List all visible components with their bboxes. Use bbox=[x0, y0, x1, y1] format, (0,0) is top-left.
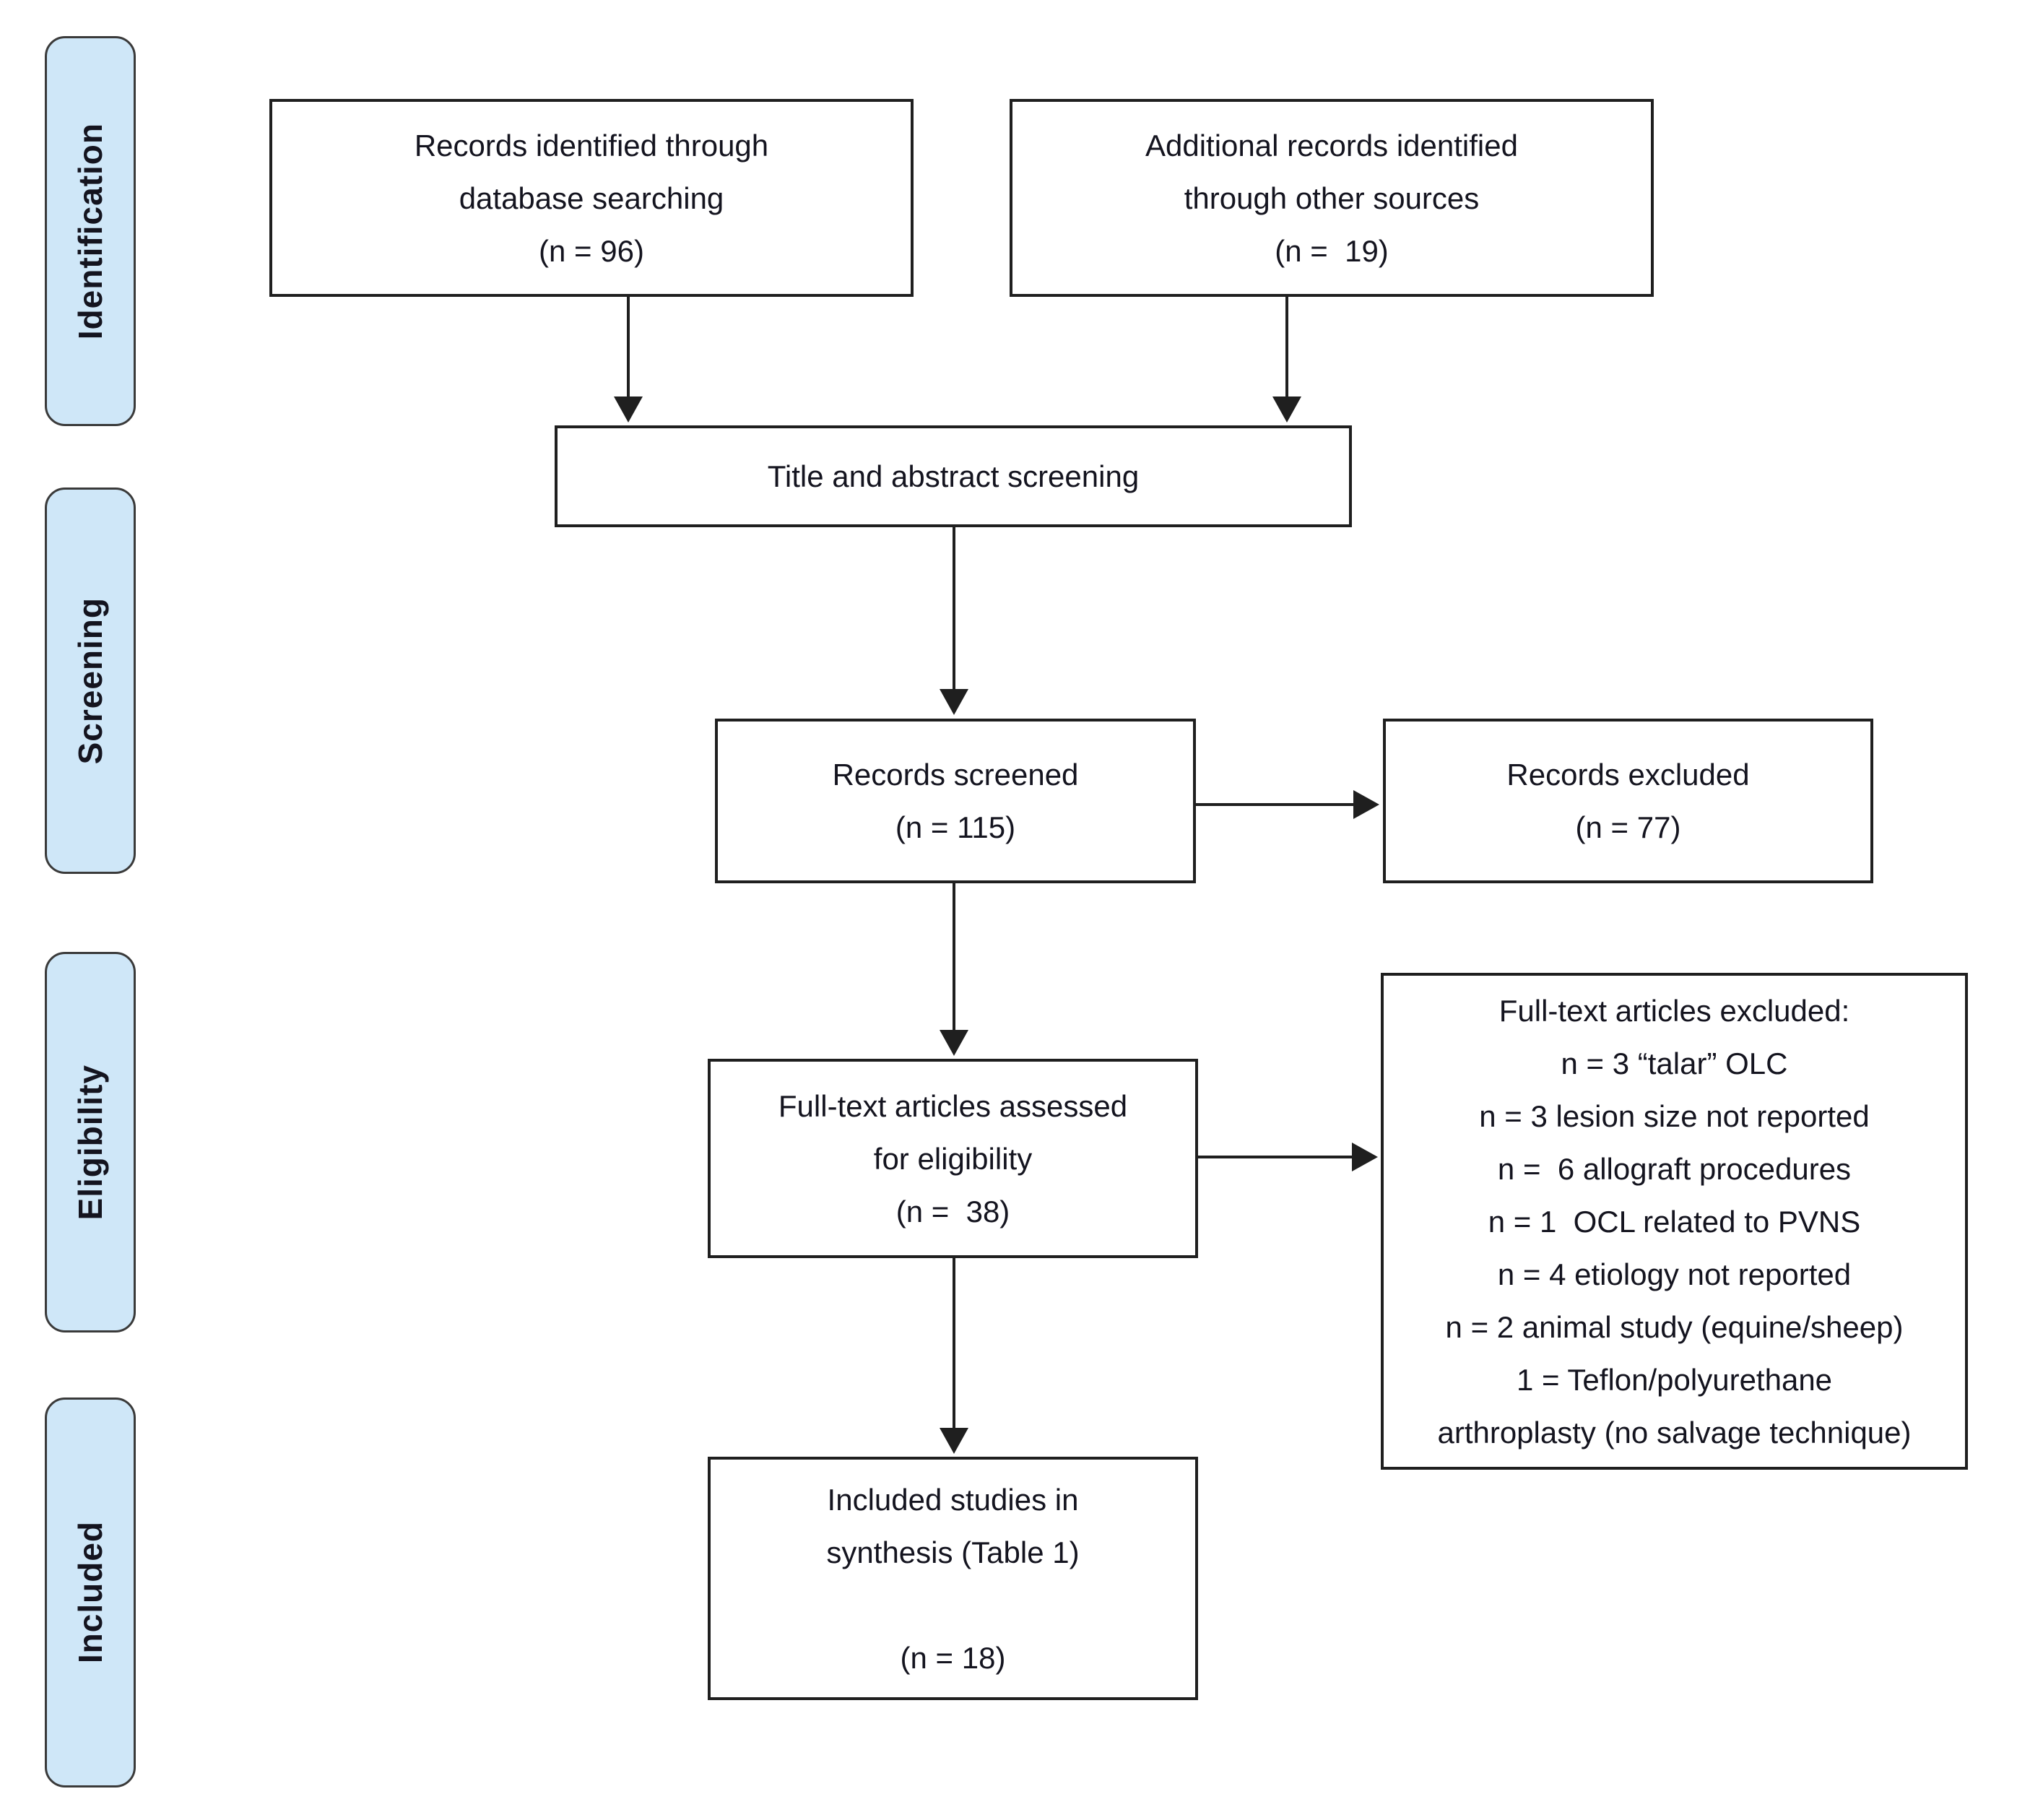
arrow-othersources-to-screening bbox=[1285, 297, 1288, 398]
arrowhead-down-icon bbox=[940, 689, 968, 715]
box-text-line: n = 3 lesion size not reported bbox=[1479, 1098, 1870, 1133]
box-text-line: Records screened bbox=[832, 758, 1079, 792]
box-title-abstract-screening: Title and abstract screening bbox=[555, 425, 1352, 527]
box-text-line: database searching bbox=[459, 181, 724, 215]
box-text-line: n = 2 animal study (equine/sheep) bbox=[1445, 1309, 1904, 1344]
box-fulltext-excluded: Full-text articles excluded: n = 3 “tala… bbox=[1381, 973, 1968, 1470]
stage-included-label: Included bbox=[71, 1521, 109, 1664]
stage-identification: Identification bbox=[45, 36, 136, 426]
arrowhead-down-icon bbox=[940, 1030, 968, 1056]
box-text-line: arthroplasty (no salvage technique) bbox=[1437, 1415, 1912, 1450]
box-text-line bbox=[949, 1579, 958, 1632]
arrow-fulltext-to-included bbox=[953, 1258, 955, 1429]
box-text-line: 1 = Teflon/polyurethane bbox=[1516, 1362, 1833, 1397]
box-text-line: (n = 19) bbox=[1275, 233, 1389, 268]
stage-screening: Screening bbox=[45, 488, 136, 874]
arrow-fulltext-to-excluded bbox=[1198, 1156, 1353, 1158]
box-text-line: Full-text articles excluded: bbox=[1498, 993, 1850, 1028]
arrow-dbsearch-to-screening bbox=[627, 297, 630, 398]
box-text-line: n = 1 OCL related to PVNS bbox=[1488, 1204, 1861, 1239]
box-text-line: Title and abstract screening bbox=[767, 459, 1140, 493]
box-text-line: n = 6 allograft procedures bbox=[1497, 1151, 1852, 1186]
arrowhead-down-icon bbox=[1272, 396, 1301, 422]
box-additional-records-other-sources: Additional records identified through ot… bbox=[1010, 99, 1654, 297]
stage-screening-label: Screening bbox=[71, 597, 109, 765]
arrow-screened-to-excluded bbox=[1196, 803, 1355, 806]
box-included-studies: Included studies in synthesis (Table 1) … bbox=[708, 1457, 1198, 1700]
box-text-line: (n = 115) bbox=[895, 810, 1016, 844]
stage-included: Included bbox=[45, 1398, 136, 1788]
arrow-screened-to-fulltext bbox=[953, 883, 955, 1031]
stage-identification-label: Identification bbox=[71, 122, 109, 340]
arrowhead-down-icon bbox=[614, 396, 643, 422]
box-text-line: Additional records identified bbox=[1145, 128, 1518, 162]
arrowhead-right-icon bbox=[1352, 1143, 1378, 1171]
arrowhead-right-icon bbox=[1353, 790, 1379, 819]
box-text-line: for eligibility bbox=[873, 1141, 1033, 1176]
box-text-line: (n = 18) bbox=[900, 1640, 1006, 1675]
box-text-line: n = 3 “talar” OLC bbox=[1561, 1046, 1788, 1080]
box-records-identified-database: Records identified through database sear… bbox=[269, 99, 914, 297]
box-text-line: Included studies in bbox=[827, 1482, 1079, 1517]
arrow-screening-to-screened bbox=[953, 527, 955, 690]
stage-eligibility-label: Eligibility bbox=[71, 1064, 109, 1221]
box-text-line: Records excluded bbox=[1506, 758, 1750, 792]
box-text-line: synthesis (Table 1) bbox=[826, 1535, 1080, 1569]
box-text-line: (n = 38) bbox=[895, 1194, 1010, 1228]
box-text-line: (n = 96) bbox=[539, 233, 644, 268]
box-text-line: Full-text articles assessed bbox=[778, 1088, 1128, 1123]
box-text-line: through other sources bbox=[1184, 181, 1480, 215]
box-text-line: Records identified through bbox=[414, 128, 769, 162]
box-records-screened: Records screened (n = 115) bbox=[715, 719, 1196, 883]
box-text-line: n = 4 etiology not reported bbox=[1497, 1257, 1852, 1291]
box-fulltext-assessed: Full-text articles assessed for eligibil… bbox=[708, 1059, 1198, 1258]
box-text-line: (n = 77) bbox=[1575, 810, 1681, 844]
box-records-excluded: Records excluded (n = 77) bbox=[1383, 719, 1873, 883]
stage-eligibility: Eligibility bbox=[45, 952, 136, 1332]
arrowhead-down-icon bbox=[940, 1428, 968, 1454]
